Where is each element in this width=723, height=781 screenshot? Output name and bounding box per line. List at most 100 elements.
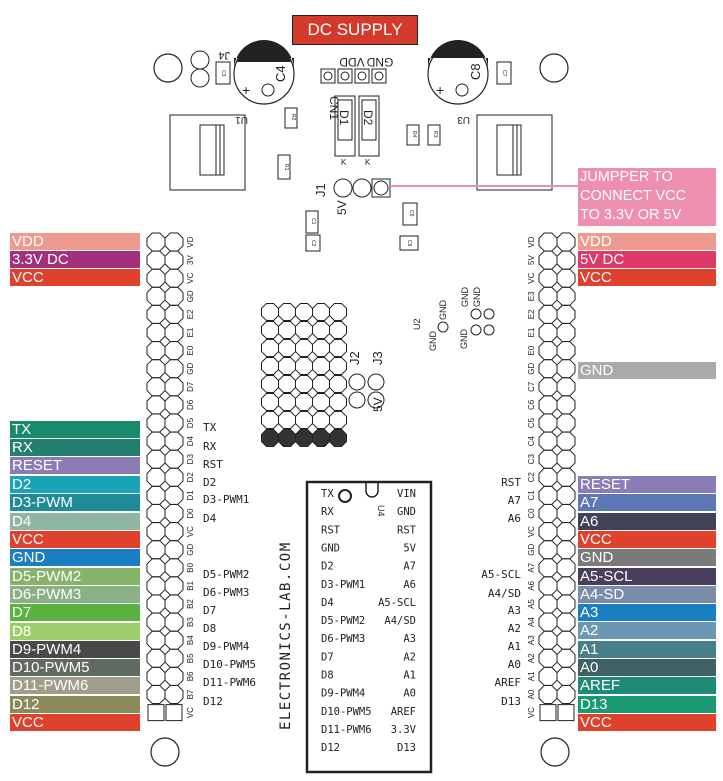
r1-resistor: [277, 154, 291, 180]
header-pin-name: D6: [186, 399, 195, 410]
pin-function-label: A1: [578, 641, 716, 658]
c4-plus: +: [242, 82, 250, 98]
side-label-d7: D7: [203, 604, 216, 617]
j4-label: J4: [218, 49, 230, 61]
header-pad: [538, 250, 558, 270]
header-pin-name: B5: [186, 653, 195, 663]
right-side-labels: RST A7 A6 A5-SCL A4/SD A3 A2 A1 A0 AREF …: [481, 476, 521, 708]
j3-5v-label: 5V: [371, 397, 385, 412]
header-pin-name: VC: [527, 526, 536, 537]
proto-pad: [329, 429, 347, 447]
header-pin-name: A3: [527, 635, 536, 645]
mounting-hole-bottom-left: [150, 737, 180, 767]
header-pad: [538, 630, 558, 650]
header-pin-name: GD: [186, 543, 195, 555]
nano-pin-label: A4/SD: [384, 615, 416, 627]
header-pad-square: [147, 704, 165, 722]
mounting-hole-top-right: [539, 53, 569, 83]
u4-pin1-marker: [338, 489, 352, 503]
header-pad: [556, 648, 576, 668]
header-pad: [538, 576, 558, 596]
proto-pad: [329, 393, 347, 411]
nano-pin-label: D6-PWM3: [321, 633, 365, 645]
header-pad: [538, 286, 558, 306]
header-pad: [556, 540, 576, 560]
header-pin-name: GD: [186, 290, 195, 302]
header-pin-name: VD: [186, 236, 195, 247]
u1-regulator: [169, 114, 246, 191]
proto-pad: [261, 375, 279, 393]
header-pin-name: VD: [527, 236, 536, 247]
proto-pad: [312, 339, 330, 357]
header-pad: [556, 612, 576, 632]
header-pad: [556, 268, 576, 288]
side-label-a3: A3: [508, 604, 521, 617]
header-pad: [146, 377, 166, 397]
d1-label: D1: [337, 110, 351, 126]
arduino-nano-module: [305, 480, 433, 774]
side-label-tx: TX: [203, 421, 217, 434]
pin-function-label: VCC: [10, 531, 140, 548]
nano-pin-label: D8: [321, 670, 334, 682]
header-pad: [164, 286, 184, 306]
jumper-note-line: JUMPPER TO: [580, 169, 673, 185]
header-pad: [538, 522, 558, 542]
r2-label: R2: [290, 114, 296, 121]
j2-label: J2: [347, 351, 362, 365]
header-pad: [146, 250, 166, 270]
header-pin-name: B7: [186, 689, 195, 699]
nano-pin-label: AREF: [391, 706, 416, 718]
nano-pin-label: 5V: [403, 542, 416, 554]
header-pad-square: [165, 704, 183, 722]
d2-cathode-label: K: [365, 158, 371, 167]
header-pad: [556, 449, 576, 469]
header-pin-name: VC: [527, 707, 536, 718]
header-pad: [146, 359, 166, 379]
header-pin-name: E2: [186, 309, 195, 319]
header-pad: [538, 449, 558, 469]
header-pin-name: A7: [527, 562, 536, 572]
header-pad: [164, 449, 184, 469]
c7-capacitor: [496, 61, 512, 85]
side-label-right-rst: RST: [501, 476, 521, 489]
header-pad: [556, 359, 576, 379]
header-pad: [164, 558, 184, 578]
header-pad: [538, 485, 558, 505]
header-pin-name: D4: [186, 435, 195, 446]
proto-pad: [295, 339, 313, 357]
header-pad: [164, 540, 184, 560]
side-label-a1: A1: [508, 640, 521, 653]
header-pad: [146, 485, 166, 505]
u2-gnd-pad-label: GND: [428, 331, 438, 352]
header-pad: [164, 250, 184, 270]
header-pad: [164, 648, 184, 668]
proto-pad: [278, 321, 296, 339]
proto-pad: [295, 411, 313, 429]
u1-label: U1: [235, 114, 248, 125]
nano-pin-label: A1: [403, 670, 416, 682]
header-pad: [556, 504, 576, 523]
header-pad: [164, 612, 184, 632]
header-pad: [164, 431, 184, 451]
header-pin-name: B3: [186, 617, 195, 627]
header-pad: [538, 504, 558, 523]
pin-function-label: A0: [578, 659, 716, 676]
proto-pad: [329, 303, 347, 321]
c2-capacitor: [305, 234, 321, 252]
pin-function-label: A2: [578, 622, 716, 639]
pin-function-label: GND: [578, 549, 716, 566]
c6-capacitor: [399, 235, 419, 251]
pin-function-label: 5V DC: [578, 251, 716, 268]
header-pin-name: C0: [527, 508, 536, 519]
side-label-d9-pwm4: D9-PWM4: [203, 640, 250, 653]
header-pad: [146, 594, 166, 614]
header-pad: [164, 594, 184, 614]
d2-diode: [358, 95, 380, 157]
pin-function-label: D8: [10, 623, 140, 640]
header-pad: [146, 304, 166, 324]
header-pad: [164, 323, 184, 342]
u3-regulator: [476, 114, 553, 191]
nano-pin-label: A7: [403, 561, 416, 573]
header-pad: [556, 666, 576, 686]
